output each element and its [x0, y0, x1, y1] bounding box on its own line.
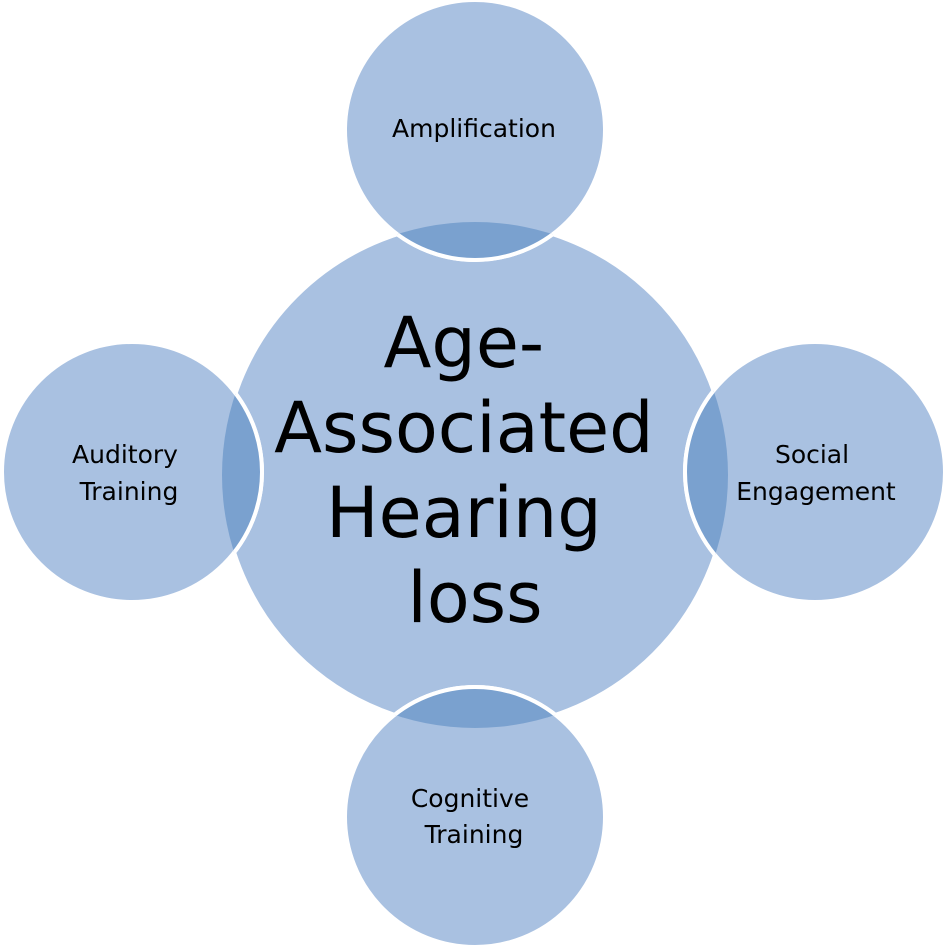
left-label-line: Auditory [72, 440, 178, 469]
left-label-line: Training [79, 477, 179, 506]
right-overlap [683, 340, 728, 604]
center-label: Age- Associated Hearing loss [274, 302, 676, 639]
top-overlap [343, 222, 607, 262]
bottom-label: Cognitive Training [411, 784, 537, 849]
right-label: Social Engagement [736, 440, 896, 506]
center-label-line: Hearing [326, 472, 602, 554]
left-overlap [222, 340, 264, 604]
right-label-line: Social [775, 440, 849, 469]
top-label: Amplification [392, 114, 556, 143]
right-label-line: Engagement [736, 477, 896, 506]
center-label-line: Age- [384, 302, 545, 384]
bottom-label-line: Cognitive [411, 784, 529, 813]
bottom-label-line: Training [424, 820, 524, 849]
center-label-line: loss [407, 557, 542, 639]
center-label-line: Associated [274, 387, 653, 469]
left-label: Auditory Training [72, 440, 186, 506]
bottom-overlap [343, 685, 607, 728]
top-label-line: Amplification [392, 114, 556, 143]
